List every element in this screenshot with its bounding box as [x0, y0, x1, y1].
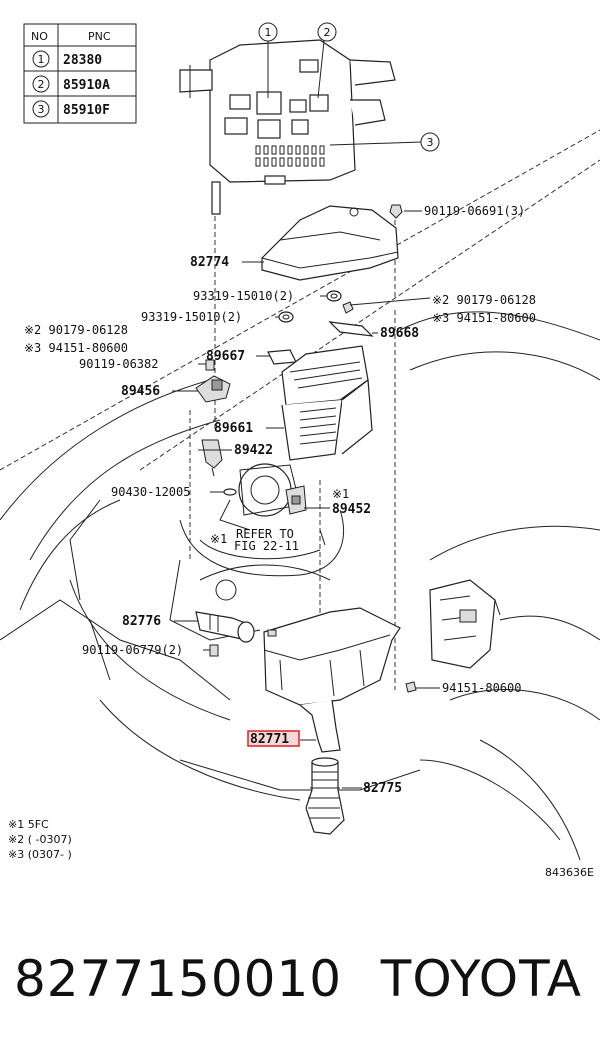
svg-text:3: 3: [427, 136, 434, 149]
label-82774: 82774: [190, 255, 229, 270]
label-89668: 89668: [380, 326, 419, 341]
legend-row-no: 1: [38, 53, 45, 66]
refer-mark: ※1: [210, 532, 227, 546]
label-93319-15010-top: 93319-15010(2): [193, 289, 294, 303]
right-side-bracket: [429, 579, 501, 669]
sensor-89456: [195, 375, 231, 403]
leader-lines: [172, 210, 440, 789]
junction-block: [179, 39, 396, 215]
label-89661: 89661: [214, 421, 253, 436]
label-89456: 89456: [121, 384, 160, 399]
brand-name: TOYOTA: [380, 950, 582, 1008]
svg-text:1: 1: [265, 26, 272, 39]
label-89667: 89667: [206, 349, 245, 364]
label-82776: 82776: [122, 614, 161, 629]
screw-90119-06691: [389, 204, 403, 219]
legend-table: NO PNC 1 2 3 28380 85910A 85910F: [23, 23, 137, 124]
parts-diagram: NO PNC 1 2 3 28380 85910A 85910F: [0, 22, 600, 879]
tray-82771: [263, 607, 401, 753]
label-89452: 89452: [332, 502, 371, 517]
diagram-code: 843636E: [545, 866, 594, 879]
nut-93319-top: [326, 290, 342, 302]
intake-hose-82776: [195, 611, 255, 643]
footnote-2: ※2 ( -0307): [8, 833, 72, 846]
bracket-89668: [328, 321, 374, 337]
label-94151-80600-low: 94151-80600: [442, 681, 521, 695]
label-90119-06382: 90119-06382: [79, 357, 158, 371]
refer-line1: REFER TO: [236, 527, 294, 541]
ecu-cover: [261, 205, 399, 281]
sensor-89452: [285, 485, 307, 515]
label-90430-12005: 90430-12005: [111, 485, 190, 499]
footnote-1: ※1 5FC: [8, 818, 49, 831]
bolt-90119-06382: [205, 359, 215, 371]
legend-row-no: 2: [38, 78, 45, 91]
part-number: 8277150010: [14, 950, 343, 1008]
duct-82775: [305, 757, 345, 835]
label-89422: 89422: [234, 443, 273, 458]
clip-90430: [223, 488, 237, 496]
legend-row-pnc: 85910A: [63, 78, 110, 93]
callout-3: 3: [329, 132, 440, 152]
sensor-89422: [201, 439, 223, 477]
label-90179-06128-right: ※2 90179-06128: [432, 293, 536, 307]
callout-2: 2: [317, 22, 337, 99]
label-90119-06779: 90119-06779(2): [82, 643, 183, 657]
nut-right: [342, 301, 354, 314]
footnote-3: ※3 (0307- ): [8, 848, 72, 861]
ecu-89661: [281, 345, 373, 461]
refer-line2: FIG 22-11: [234, 539, 299, 553]
label-89452-mark: ※1: [332, 487, 349, 501]
legend-header-no: NO: [31, 30, 48, 43]
bolt-94151-80600-low: [405, 681, 417, 693]
label-93319-15010-mid: 93319-15010(2): [141, 310, 242, 324]
label-94151-80600-left: ※3 94151-80600: [24, 341, 128, 355]
callout-1: 1: [258, 22, 278, 98]
legend-header-pnc: PNC: [88, 30, 111, 43]
fuse-row: [255, 145, 325, 167]
svg-text:2: 2: [324, 26, 331, 39]
label-90179-06128-left: ※2 90179-06128: [24, 323, 128, 337]
car-body-outline: [0, 311, 600, 861]
bottom-caption: 8277150010 TOYOTA: [0, 905, 600, 1053]
highlight-82771: [247, 730, 300, 747]
label-90119-06691: 90119-06691(3): [424, 204, 525, 218]
legend-row-pnc: 28380: [63, 53, 102, 68]
label-82771[interactable]: 82771: [250, 732, 289, 747]
bolt-90119-06779: [209, 644, 219, 657]
label-94151-80600-right: ※3 94151-80600: [432, 311, 536, 325]
nut-93319-mid: [278, 311, 294, 323]
legend-row-no: 3: [38, 103, 45, 116]
label-82775: 82775: [363, 781, 402, 796]
legend-row-pnc: 85910F: [63, 103, 110, 118]
bracket-89667: [267, 349, 297, 365]
throttle-body: [219, 463, 301, 531]
